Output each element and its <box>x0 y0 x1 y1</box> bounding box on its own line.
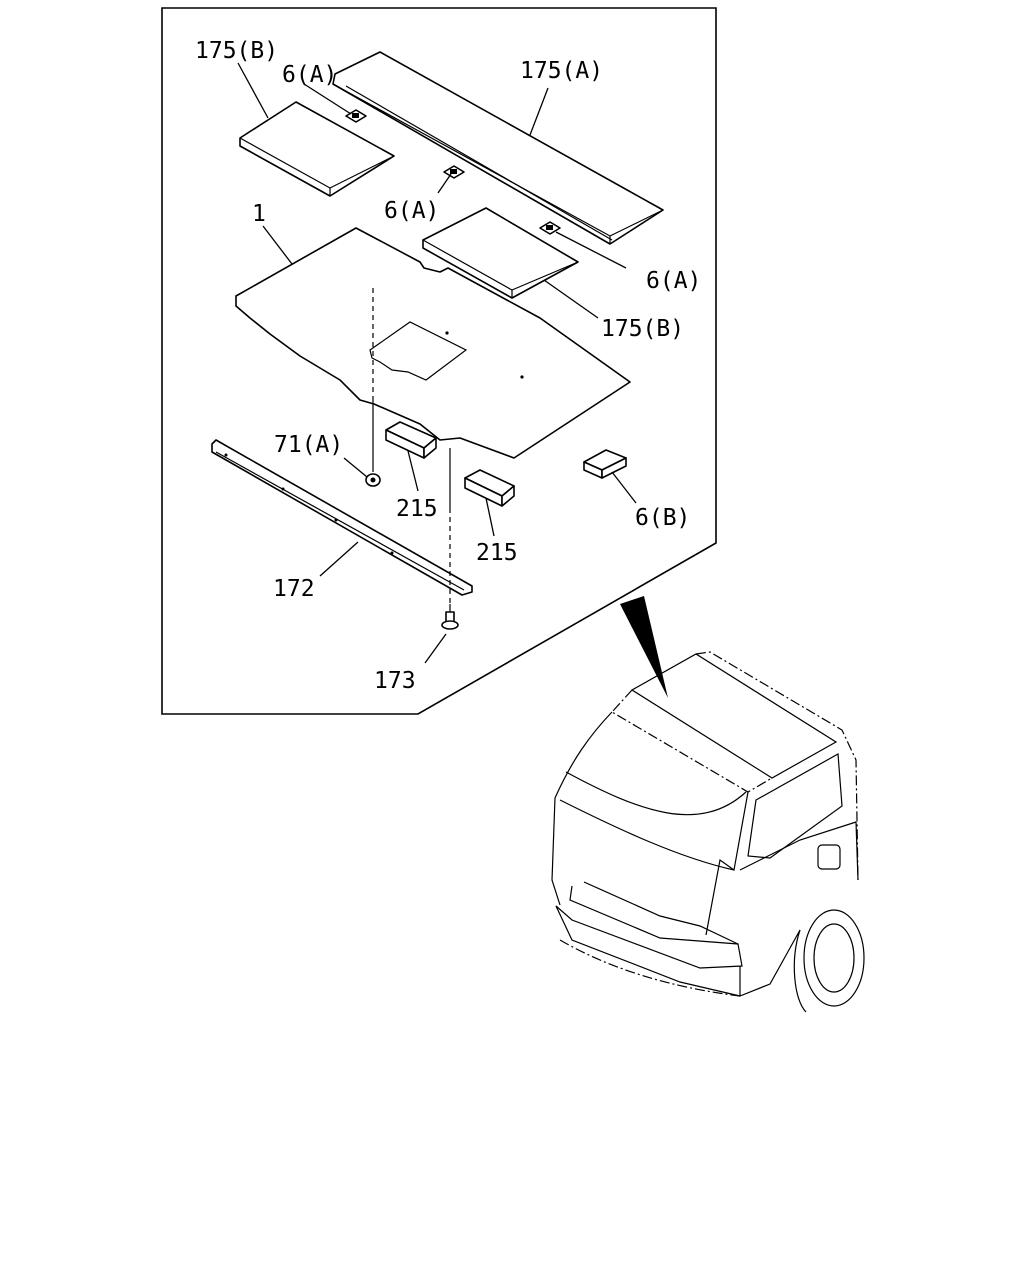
block-215-right <box>464 469 515 507</box>
label-6a-right: 6(A) <box>646 268 701 294</box>
label-71a: 71(A) <box>274 432 343 458</box>
label-175b-top: 175(B) <box>195 38 278 64</box>
label-215-left: 215 <box>396 496 438 522</box>
label-6a-top: 6(A) <box>282 62 337 88</box>
label-215-right: 215 <box>476 540 518 566</box>
detail-frame <box>161 7 717 715</box>
truck-cab <box>551 651 865 1013</box>
clip-6a-mid <box>443 165 465 179</box>
clip-6a-top <box>345 109 367 123</box>
screw-173 <box>441 604 459 630</box>
block-6b <box>583 449 627 479</box>
block-215-left <box>385 421 437 459</box>
label-175a: 175(A) <box>520 58 603 84</box>
label-175b-right: 175(B) <box>601 316 684 342</box>
label-173: 173 <box>374 668 416 694</box>
label-insulator-1: 1 <box>252 201 266 227</box>
nut-71a <box>365 396 381 487</box>
pointer-arrow <box>620 596 668 698</box>
moulding-strip-172 <box>211 439 473 604</box>
leader-lines <box>237 62 637 664</box>
label-6b: 6(B) <box>635 505 690 531</box>
label-6a-mid: 6(A) <box>384 198 439 224</box>
roof-insulator-1 <box>235 227 631 459</box>
clip-6a-right <box>539 221 561 235</box>
label-172: 172 <box>273 576 315 602</box>
callout-labels: 175(B) 6(A) 175(A) 6(A) 1 6(A) 175(B) 71… <box>195 38 701 694</box>
roof-pad-175a <box>332 51 664 245</box>
roof-pad-175b-upper <box>239 101 395 197</box>
